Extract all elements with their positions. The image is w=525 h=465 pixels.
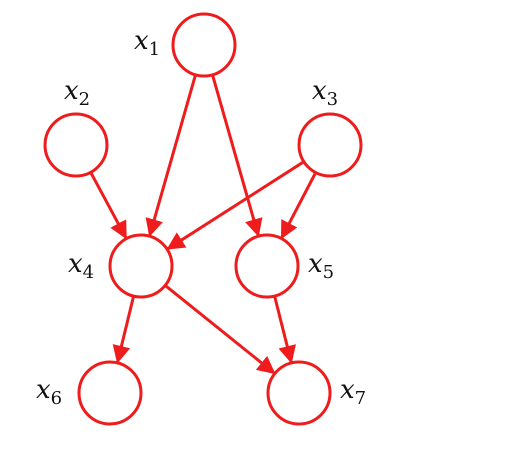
edge-x3-x4 [166,160,305,250]
label-x2: x2 [64,76,90,110]
node-x6 [77,360,143,426]
label-x7: x7 [340,375,366,409]
label-x5: x5 [308,249,334,283]
edge-x3-x5 [280,171,318,240]
label-x3: x3 [312,76,338,110]
node-x2 [43,112,109,178]
label-x1: x1 [134,26,160,60]
labels-group: x1 x2 x3 x4 x5 x6 x7 [36,26,366,409]
edge-x4-x6 [112,295,136,364]
nodes-group [43,12,363,426]
edge-x1-x5 [211,74,263,237]
edge-x4-x7 [164,284,276,375]
edge-x2-x4 [89,171,128,240]
edge-x5-x7 [273,295,296,364]
node-x3 [297,112,363,178]
node-x7 [266,360,332,426]
edge-x1-x4 [145,74,197,237]
node-x1 [171,12,237,78]
node-x5 [234,233,300,299]
edges-group [89,74,318,375]
node-x4 [108,233,174,299]
label-x4: x4 [68,249,94,283]
label-x6: x6 [36,375,62,409]
